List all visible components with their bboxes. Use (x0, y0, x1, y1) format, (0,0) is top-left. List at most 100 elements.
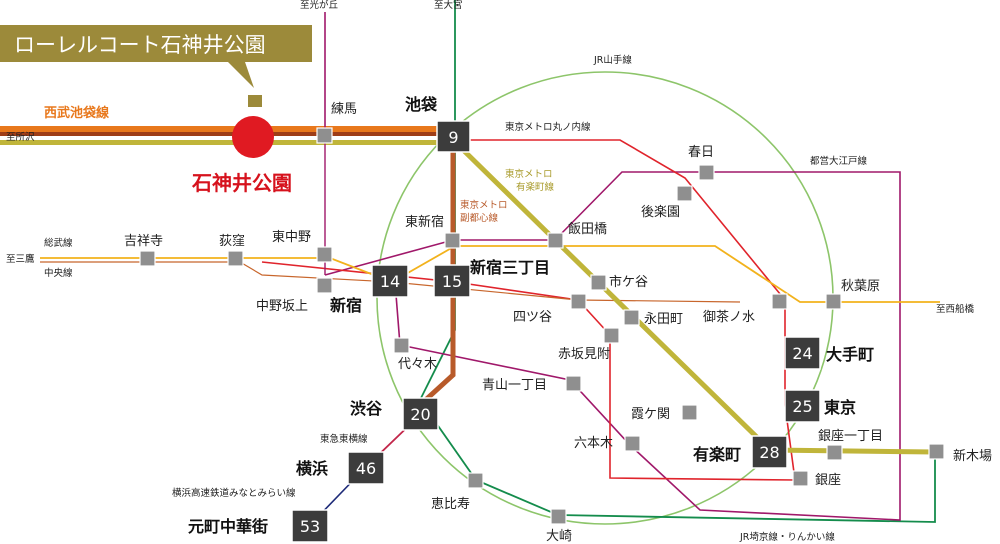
station-marker-nerima[interactable] (316, 127, 333, 144)
label-yoyogi: 代々木 (398, 357, 437, 372)
label-ikebukuro: 池袋 (405, 95, 438, 114)
oedo-line (324, 171, 901, 521)
seibu-ikebukuro-line-orange (0, 126, 455, 132)
station-marker-ochanomizu[interactable] (771, 293, 788, 310)
label-tokyo: 東京 (824, 398, 856, 417)
dir-nishifunabashi: 至西船橋 (936, 303, 975, 315)
station-marker-ichigaya[interactable] (590, 274, 607, 291)
seibu-ikebukuro-line-olive (0, 140, 455, 145)
station-marker-nagatacho[interactable] (623, 309, 640, 326)
label-osaki: 大崎 (546, 529, 572, 544)
label-roppongi: 六本木 (574, 436, 613, 451)
station-marker-kichijoji[interactable] (139, 250, 156, 267)
badge-shinjuku[interactable]: 14 (371, 264, 409, 298)
label-kichijoji: 吉祥寺 (124, 234, 163, 249)
station-marker-ogikubo[interactable] (227, 250, 244, 267)
label-iidabashi: 飯田橋 (568, 222, 607, 237)
label-motomachi-chukagai: 元町中華街 (188, 517, 268, 536)
label-kasuga: 春日 (688, 145, 714, 160)
badge-tokyo[interactable]: 25 (784, 389, 821, 423)
line-label-oedo: 都営大江戸線 (810, 155, 868, 167)
line-label-fukutoshin-1: 東京メトロ (460, 199, 508, 211)
station-marker-ginza[interactable] (792, 470, 809, 487)
line-label-marunouchi: 東京メトロ丸ノ内線 (505, 121, 591, 133)
station-marker-kasumigaseki[interactable] (681, 404, 698, 421)
station-marker-akasaka-mitsuke[interactable] (603, 327, 620, 344)
svg-text:24: 24 (792, 344, 812, 363)
label-shinjuku: 新宿 (330, 296, 362, 315)
svg-text:14: 14 (380, 272, 400, 291)
line-label-tokyu-toyoko: 東急東横線 (320, 433, 368, 445)
station-marker-iidabashi[interactable] (547, 232, 564, 249)
badge-otemachi[interactable]: 24 (784, 336, 821, 370)
svg-text:ローレルコート石神井公園: ローレルコート石神井公園 (14, 33, 266, 57)
badge-shibuya[interactable]: 20 (402, 397, 439, 431)
label-ogikubo: 荻窪 (219, 233, 245, 249)
label-korakuen: 後楽園 (641, 204, 680, 220)
badge-shinjuku-sanchome[interactable]: 15 (433, 264, 471, 298)
dir-tokorozawa: 至所沢 (6, 131, 35, 143)
station-marker-osaki[interactable] (550, 508, 567, 525)
label-ichigaya: 市ケ谷 (609, 274, 648, 290)
station-marker-aoyama-itchome[interactable] (565, 375, 582, 392)
station-marker-higashi-shinjuku[interactable] (444, 232, 461, 249)
svg-text:20: 20 (410, 405, 430, 424)
badge-yurakucho[interactable]: 28 (751, 435, 788, 469)
line-label-saikyo-rinkai: JR埼京線・りんかい線 (739, 531, 835, 543)
label-higashi-nakano: 東中野 (272, 229, 311, 245)
svg-text:53: 53 (300, 517, 320, 536)
station-marker-yotsuya[interactable] (570, 293, 587, 310)
seibu-ikebukuro-line-brown (0, 132, 455, 136)
station-marker-yoyogi[interactable] (393, 337, 410, 354)
station-marker-nakano-sakaue[interactable] (316, 277, 333, 294)
dir-mitaka: 至三鷹 (6, 253, 35, 265)
home-station-marker (232, 116, 274, 158)
dir-omiya: 至大宮 (434, 0, 463, 11)
station-marker-ebisu[interactable] (467, 472, 484, 489)
label-nakano-sakaue: 中野坂上 (256, 299, 308, 314)
fukutoshin-line (418, 145, 456, 407)
property-banner: ローレルコート石神井公園 (0, 25, 312, 107)
label-nerima: 練馬 (331, 102, 357, 117)
svg-text:25: 25 (792, 397, 812, 416)
dir-hikarigaoka: 至光が丘 (300, 0, 339, 11)
line-label-yurakucho-2: 有楽町線 (516, 181, 555, 193)
label-ochanomizu: 御茶ノ水 (703, 309, 755, 325)
label-otemachi: 大手町 (826, 345, 874, 364)
svg-text:9: 9 (448, 128, 458, 147)
badge-yokohama[interactable]: 46 (347, 451, 385, 485)
station-marker-ginza-itchome[interactable] (826, 444, 843, 461)
line-label-sobu: 総武線 (44, 237, 73, 249)
line-label-yurakucho-1: 東京メトロ (505, 168, 553, 180)
badge-motomachi-chukagai[interactable]: 53 (291, 509, 329, 543)
home-station-label: 石神井公園 (191, 171, 292, 195)
label-yotsuya: 四ツ谷 (513, 310, 552, 325)
label-higashi-shinjuku: 東新宿 (405, 214, 444, 230)
label-shibuya: 渋谷 (350, 399, 383, 418)
station-marker-kasuga[interactable] (698, 164, 715, 181)
label-shin-kiba: 新木場 (953, 448, 992, 464)
label-aoyama-itchome: 青山一丁目 (482, 378, 547, 393)
yurakucho-line (451, 138, 936, 455)
badge-ikebukuro[interactable]: 9 (436, 120, 471, 153)
line-label-yamanote: JR山手線 (593, 54, 632, 66)
station-marker-korakuen[interactable] (676, 185, 693, 202)
svg-text:46: 46 (356, 459, 376, 478)
station-marker-akihabara[interactable] (825, 293, 842, 310)
label-yokohama: 横浜 (296, 459, 328, 478)
line-label-seibu: 西武池袋線 (44, 105, 110, 121)
station-marker-higashi-nakano[interactable] (316, 246, 333, 263)
label-ebisu: 恵比寿 (431, 497, 470, 512)
label-shinjuku-sanchome: 新宿三丁目 (470, 258, 550, 277)
svg-text:15: 15 (442, 272, 462, 291)
label-akihabara: 秋葉原 (841, 279, 880, 294)
svg-text:28: 28 (759, 443, 779, 462)
station-marker-shin-kiba[interactable] (928, 443, 945, 460)
station-marker-roppongi[interactable] (624, 435, 641, 452)
label-ginza-itchome: 銀座一丁目 (818, 429, 883, 444)
label-akasaka-mitsuke: 赤坂見附 (558, 347, 610, 362)
line-label-fukutoshin-2: 副都心線 (460, 212, 499, 224)
label-yurakucho: 有楽町 (693, 445, 741, 464)
label-kasumigaseki: 霞ケ関 (631, 407, 670, 422)
